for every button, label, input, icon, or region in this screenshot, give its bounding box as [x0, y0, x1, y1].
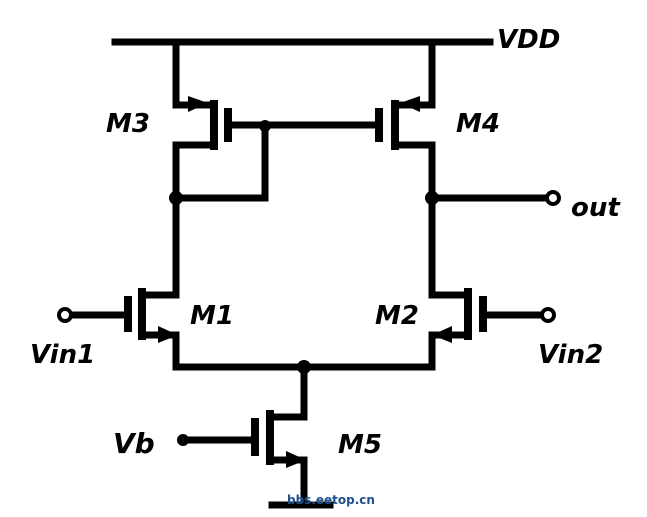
transistor-m1	[124, 194, 180, 371]
vin1-pin[interactable]	[57, 307, 73, 323]
output-pin[interactable]	[545, 190, 561, 206]
m3-label: M3	[106, 109, 150, 139]
vin1-label: Vin1	[30, 340, 96, 370]
transistor-m3	[172, 38, 232, 202]
m2-label: M2	[375, 301, 419, 331]
m5-label: M5	[338, 430, 382, 460]
vdd-label: VDD	[497, 25, 561, 55]
vb-pin[interactable]	[177, 434, 189, 446]
gate-junction-dot	[259, 120, 271, 132]
m3-arrow	[188, 96, 208, 112]
transistor-m5	[251, 363, 308, 509]
transistor-m4	[375, 38, 436, 202]
m1-arrow	[158, 326, 178, 343]
vin2-pin[interactable]	[540, 307, 556, 323]
m5-arrow	[286, 451, 306, 468]
m4-label: M4	[456, 109, 500, 139]
vb-label: Vb	[113, 427, 155, 460]
m4-arrow	[400, 96, 420, 112]
vin2-label: Vin2	[538, 340, 604, 370]
m2-arrow	[432, 326, 452, 343]
watermark: bbs.eetop.cn	[287, 493, 375, 507]
out-label: out	[571, 193, 620, 223]
transistor-m2	[428, 194, 487, 371]
m1-label: M1	[190, 301, 234, 331]
